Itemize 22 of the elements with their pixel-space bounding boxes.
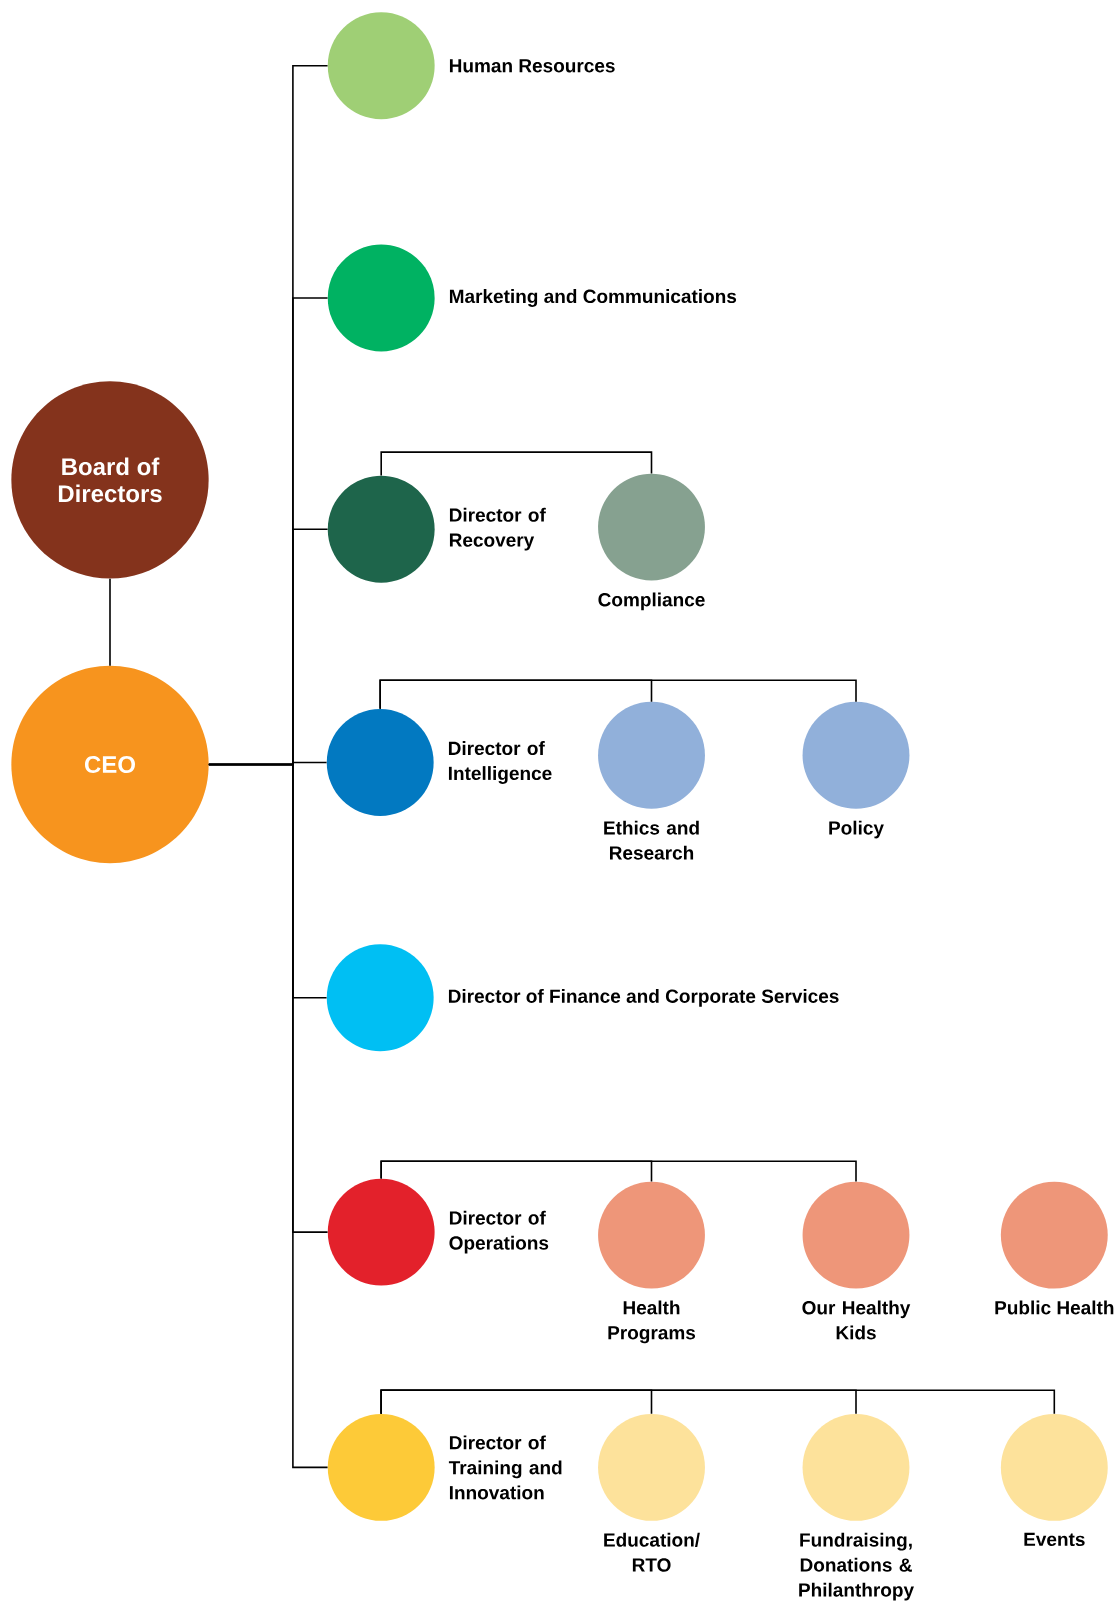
connector-line <box>380 1160 857 1183</box>
node-label: Director of Training and Innovation <box>448 1435 562 1500</box>
node-label: Director of Intelligence <box>448 741 552 784</box>
node-label: Director of Recovery <box>449 507 546 551</box>
connector-line <box>109 577 111 667</box>
node-label: Public Health <box>995 1300 1114 1315</box>
connector-line <box>379 679 857 710</box>
node-label: Fundraising, Donations & Philanthropy <box>799 1532 914 1601</box>
node-label: Events <box>1024 1532 1085 1547</box>
connector-line <box>380 1389 1056 1415</box>
connector-line <box>208 763 329 1469</box>
node-label: Human Resources <box>449 59 615 73</box>
node-label: Director of Finance and Corporate Services <box>448 988 839 1007</box>
node-label: Ethics and Research <box>604 820 699 860</box>
node-label: Health Programs <box>608 1300 696 1344</box>
node-label: Education/ RTO <box>604 1532 700 1572</box>
node-label: Our Healthy Kids <box>802 1300 911 1340</box>
node-label: Policy <box>829 820 884 839</box>
node-label: Director of Operations <box>449 1210 549 1254</box>
node-label: Marketing and Communications <box>449 289 737 307</box>
node-label: Compliance <box>598 592 705 611</box>
connector-line <box>380 451 653 477</box>
